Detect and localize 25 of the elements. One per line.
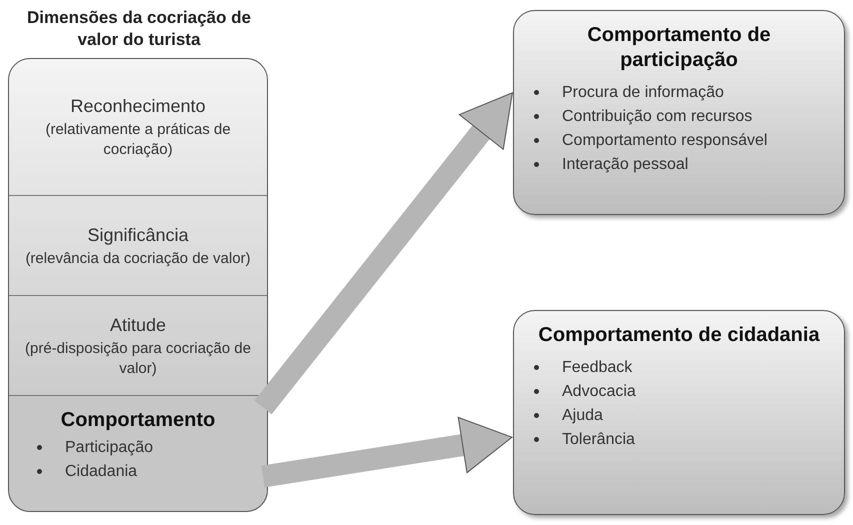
- box-heading: Comportamento de participação: [586, 23, 772, 73]
- rounded-box: [513, 310, 845, 515]
- section-band: [9, 396, 267, 511]
- bullet-item: Ajuda: [530, 404, 828, 428]
- bullet-item: Feedback: [530, 356, 828, 380]
- bullet-item: Cidadania: [29, 460, 247, 484]
- box-heading: Comportamento: [60, 408, 216, 432]
- section-heading: Atitude: [110, 314, 166, 336]
- block-arrow: [254, 92, 513, 414]
- section-heading: Reconhecimento: [70, 95, 206, 118]
- section-note: (relativamente a práticas de cocriação): [44, 120, 232, 160]
- bullet-item: Advocacia: [530, 380, 828, 404]
- bullet-item: Contribuição com recursos: [530, 105, 828, 129]
- bullet-item: Participação: [29, 436, 247, 460]
- bullet-item: Interação pessoal: [530, 153, 828, 177]
- section-heading: Significância: [87, 224, 189, 246]
- bullet-item: Comportamento responsável: [530, 129, 828, 153]
- bullet-item: Procura de informação: [530, 81, 828, 105]
- panel-title: Dimensões da cocriação de valor do turista: [26, 7, 252, 51]
- section-note: (pré-disposição para cocriação de valor): [24, 338, 252, 378]
- rounded-box: [513, 10, 845, 215]
- section-note: (relevância da cocriação de valor): [25, 248, 251, 268]
- bullet-item: Tolerância: [530, 428, 828, 452]
- box-heading: Comportamento de cidadania: [537, 323, 821, 348]
- block-arrow: [261, 416, 512, 488]
